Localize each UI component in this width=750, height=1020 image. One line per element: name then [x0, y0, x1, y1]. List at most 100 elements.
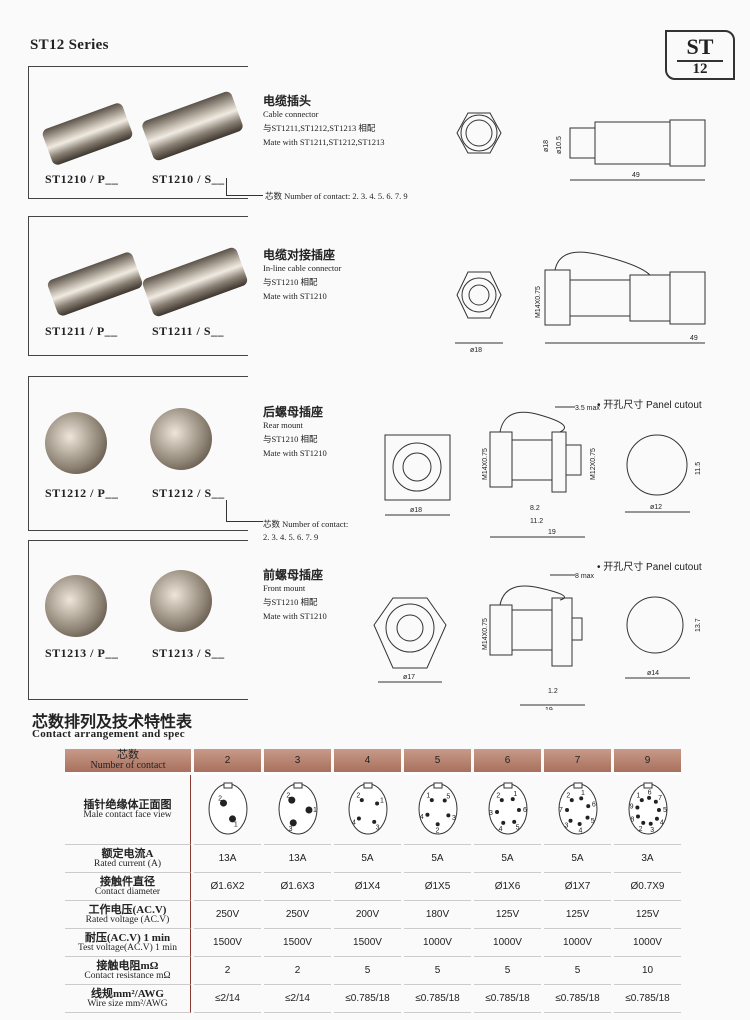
contact-pin — [442, 798, 447, 803]
contact-count-values: 2. 3. 4. 5. 6. 7. 9 — [263, 532, 319, 542]
spec-value: Ø1.6X2 — [194, 873, 261, 901]
pin-number: 2 — [356, 793, 360, 800]
leader-line — [226, 178, 263, 196]
dim-label: 3.5 max — [575, 405, 600, 412]
contact-pin — [577, 822, 582, 827]
spec-value: 180V — [404, 901, 471, 929]
spec-value: ≤0.785/18 — [474, 985, 541, 1013]
pin-number: 5 — [515, 824, 519, 831]
pin-number: 1 — [513, 791, 517, 798]
badge-top: ST — [686, 34, 714, 59]
pin-number: 7 — [658, 795, 662, 802]
badge-bottom: 12 — [677, 60, 723, 77]
mate-cn: 与ST1210 相配 — [263, 597, 318, 607]
spec-value: ≤0.785/18 — [334, 985, 401, 1013]
contact-count: 芯数 Number of contact: 2. 3. 4. 5. 6. 7. … — [265, 191, 408, 201]
product-name-en: Rear mount — [263, 420, 303, 430]
dim-label: ø18 — [410, 507, 422, 514]
contact-face-diagram: 21 — [208, 782, 247, 835]
model-label: ST1211 / S__ — [152, 324, 225, 338]
pin-number: 2 — [218, 796, 222, 803]
panel-cutout-label: • 开孔尺寸 Panel cutout — [597, 400, 702, 411]
model-label: ST1211 / P__ — [45, 324, 118, 338]
dim-label: M12X0.75 — [590, 448, 597, 480]
spec-value: 125V — [614, 901, 681, 929]
spec-value: 1000V — [614, 929, 681, 957]
spec-value: Ø1X4 — [334, 873, 401, 901]
contact-pin — [654, 816, 659, 821]
panel-cutout-shape — [626, 434, 688, 496]
spec-value: 1000V — [544, 929, 611, 957]
product-name-cn: 电缆插头 — [263, 94, 312, 108]
column-header: 5 — [404, 749, 471, 775]
contact-count: 芯数 Number of contact: — [263, 519, 349, 529]
spec-value: Ø0.7X9 — [614, 873, 681, 901]
table-title-cn: 芯数排列及技术特性表 — [32, 714, 193, 731]
contact-pin — [640, 820, 645, 825]
spec-value: 2 — [194, 957, 261, 985]
leader-line — [226, 500, 263, 522]
spec-value: 125V — [544, 901, 611, 929]
mate-en: Mate with ST1211,ST1212,ST1213 — [263, 137, 385, 147]
spec-value: 1500V — [194, 929, 261, 957]
pin-number: 6 — [647, 789, 651, 796]
contact-pin — [374, 801, 379, 806]
dim-label: M14X0.75 — [535, 286, 542, 318]
pin-number: 4 — [578, 827, 582, 834]
pin-number: 3 — [489, 810, 493, 817]
contact-pin — [511, 819, 516, 824]
contact-pin — [585, 804, 590, 809]
contact-pin — [429, 798, 434, 803]
mate-en: Mate with ST1210 — [263, 291, 327, 301]
contact-pin — [424, 812, 429, 817]
spec-value: Ø1.6X3 — [264, 873, 331, 901]
dim-label: ø18 — [470, 347, 482, 354]
side-view-inline — [669, 271, 706, 325]
spec-value: 13A — [264, 845, 331, 873]
spec-value: 5 — [404, 957, 471, 985]
contact-pin — [578, 796, 583, 801]
dim-label: 8 max — [575, 573, 595, 580]
pin-number: 1 — [380, 798, 384, 805]
contact-pin — [653, 799, 658, 804]
contact-pin — [435, 822, 440, 827]
contact-pin — [510, 797, 515, 802]
column-header: 2 — [194, 749, 261, 775]
pin-number: 3 — [452, 815, 456, 822]
contact-pin — [356, 816, 361, 821]
hex-end-view — [456, 112, 502, 154]
pin-number: 1 — [636, 793, 640, 800]
series-badge: ST 12 — [665, 30, 735, 80]
series-title: ST12 Series — [30, 37, 109, 53]
model-label: ST1210 / P__ — [45, 172, 119, 186]
section-bracket — [28, 376, 248, 531]
pin-number: 1 — [580, 790, 584, 797]
spec-value: 1000V — [474, 929, 541, 957]
product-image-front-mount — [150, 570, 212, 632]
side-view-front-mount — [571, 617, 583, 641]
contact-pin — [516, 807, 521, 812]
spec-value: 5 — [474, 957, 541, 985]
pin-number: 1 — [233, 821, 237, 828]
panel-cutout-label: • 开孔尺寸 Panel cutout — [597, 562, 702, 573]
pin-number: 5 — [590, 818, 594, 825]
column-header: 9 — [614, 749, 681, 775]
contact-pin — [228, 815, 236, 823]
spec-value: 125V — [474, 901, 541, 929]
spec-value: 1500V — [334, 929, 401, 957]
dim-label: 49 — [632, 172, 640, 179]
contact-pin — [359, 798, 364, 803]
product-name-en: Front mount — [263, 583, 306, 593]
contact-pin — [564, 808, 569, 813]
pin-number: 8 — [630, 816, 634, 823]
